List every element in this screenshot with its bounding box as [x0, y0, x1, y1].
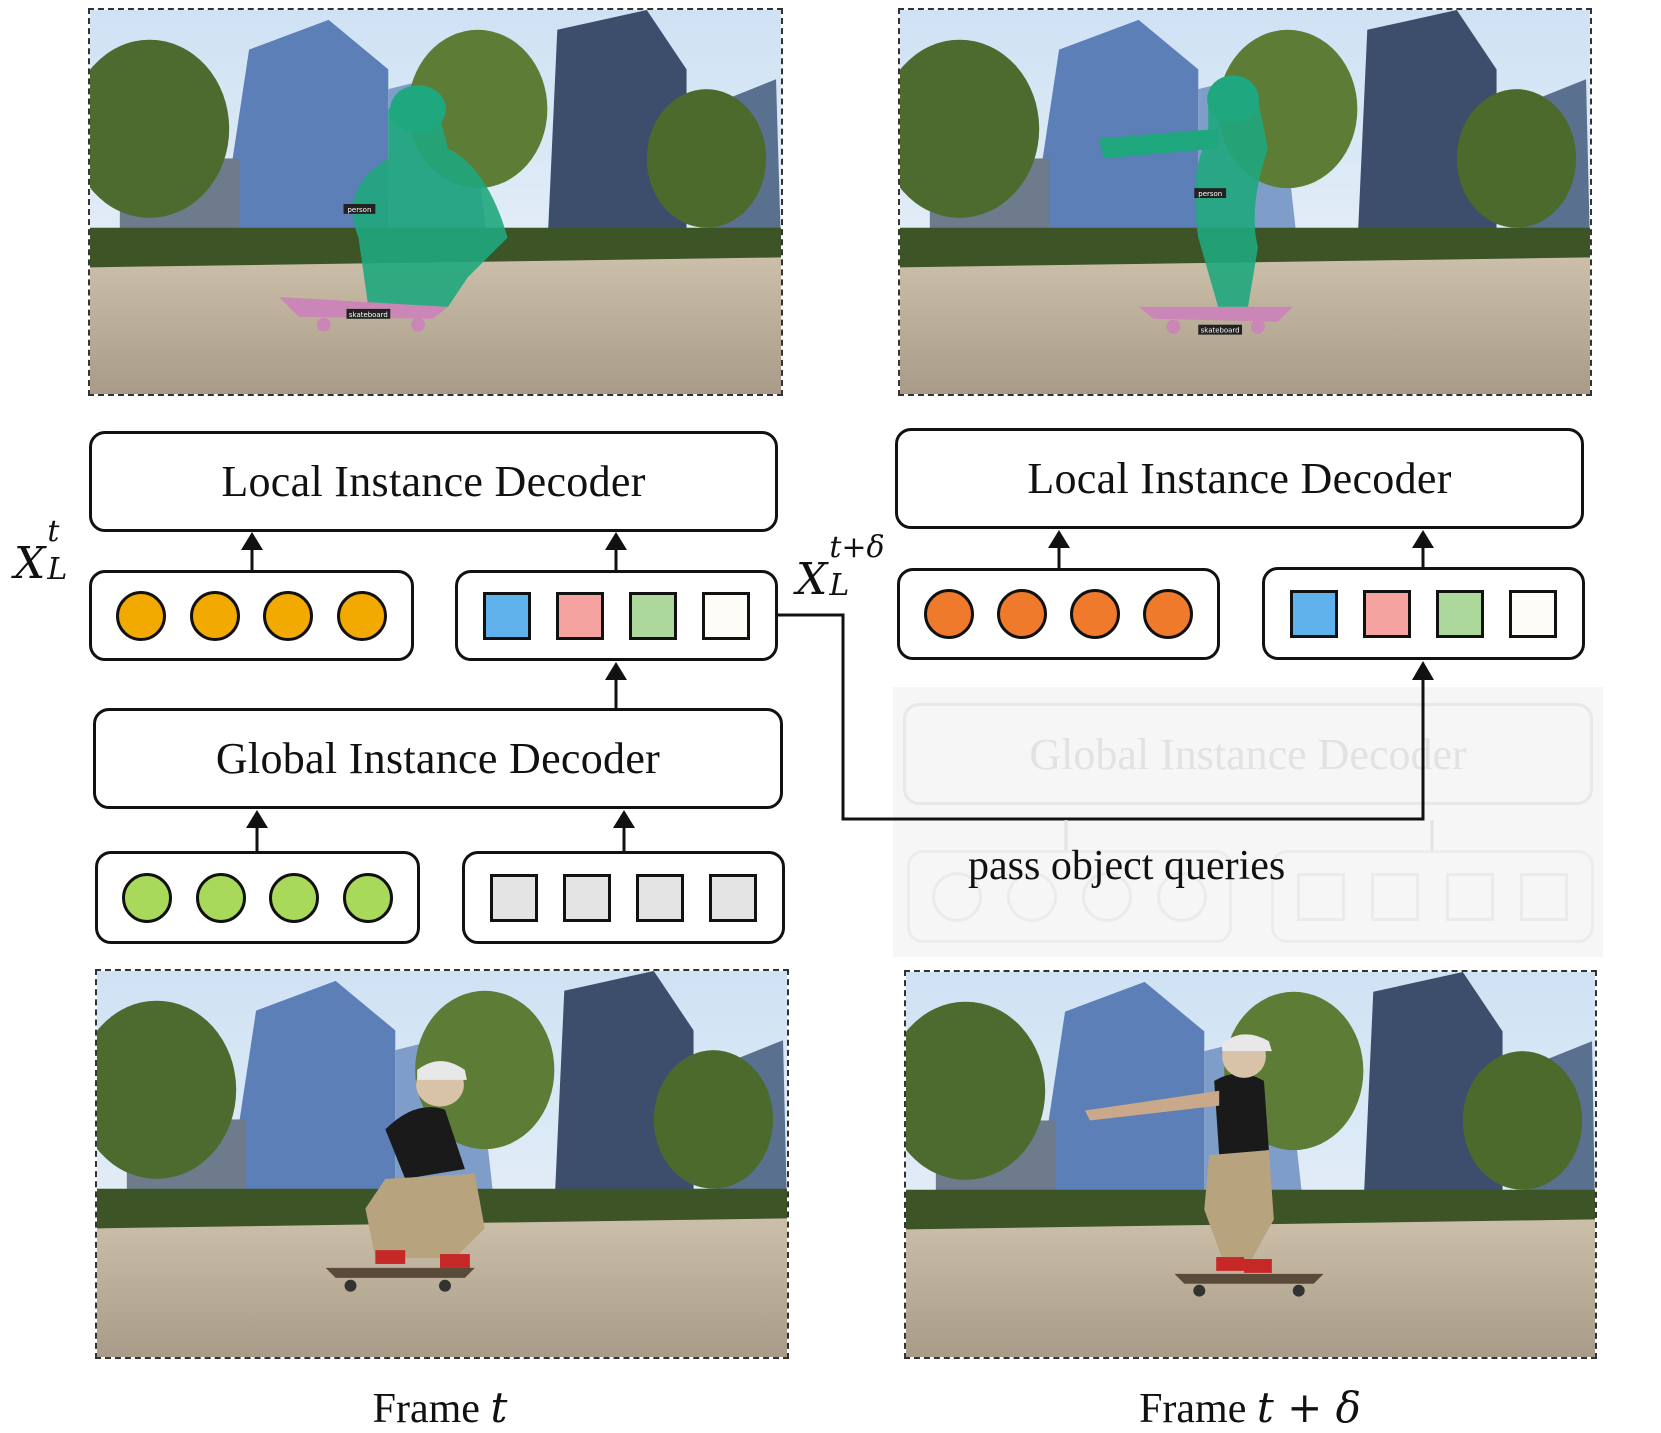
- query-square: [482, 591, 531, 640]
- right-local-decoder-label: Local Instance Decoder: [1027, 454, 1452, 503]
- query-square: [1362, 589, 1411, 638]
- local-token: [189, 590, 240, 641]
- right-global-query-tokens: [1271, 850, 1594, 943]
- query-square: [629, 591, 678, 640]
- svg-text:person: person: [348, 206, 372, 214]
- left-frame-caption: Frame t: [372, 1383, 508, 1432]
- input-token: [195, 872, 246, 923]
- query-square: [555, 591, 604, 640]
- input-token: [121, 872, 172, 923]
- local-token: [1070, 589, 1121, 639]
- right-object-queries-input: [1262, 567, 1585, 660]
- left-global-input-tokens: [95, 851, 420, 944]
- right-local-instance-decoder: Local Instance Decoder: [895, 428, 1584, 529]
- left-global-decoder-label: Global Instance Decoder: [215, 734, 661, 783]
- left-object-queries-output: [455, 570, 778, 661]
- svg-text:skateboard: skateboard: [1201, 327, 1240, 335]
- person-mask: [352, 99, 508, 307]
- input-token: [343, 872, 394, 923]
- local-token: [337, 590, 388, 641]
- left-local-embedding-tokens: [89, 570, 414, 661]
- query-square: [562, 873, 611, 922]
- right-global-decoder-faded-region: Global Instance Decoder: [893, 687, 1603, 957]
- left-local-instance-decoder: Local Instance Decoder: [89, 431, 778, 532]
- right-global-instance-decoder: Global Instance Decoder: [903, 703, 1593, 805]
- svg-text:skateboard: skateboard: [349, 311, 388, 319]
- local-token: [115, 590, 166, 641]
- right-global-decoder-label: Global Instance Decoder: [1029, 729, 1467, 779]
- skateboard-mask: [278, 297, 448, 319]
- right-global-input-tokens: [907, 850, 1232, 943]
- right-frame-caption: Frame t + δ: [1139, 1383, 1361, 1432]
- query-square: [1436, 589, 1485, 638]
- local-token: [996, 589, 1047, 639]
- query-square: [1289, 589, 1338, 638]
- query-square: [1509, 589, 1558, 638]
- svg-text:person: person: [1198, 190, 1222, 198]
- pass-object-queries-label: pass object queries: [968, 843, 1286, 889]
- query-square: [709, 873, 758, 922]
- query-square: [489, 873, 538, 922]
- local-token: [923, 589, 974, 639]
- frame-t-delta-segmented-photo: person skateboard: [898, 8, 1592, 396]
- query-square: [702, 591, 751, 640]
- right-local-embedding-tokens: [897, 568, 1220, 660]
- left-global-query-tokens: [462, 851, 785, 944]
- left-local-decoder-label: Local Instance Decoder: [221, 457, 646, 506]
- local-token: [1143, 589, 1194, 639]
- input-token: [269, 872, 320, 923]
- left-global-instance-decoder: Global Instance Decoder: [93, 708, 783, 809]
- frame-t-segmented-photo: person skateboard: [88, 8, 783, 396]
- query-square: [636, 873, 685, 922]
- frame-t-delta-raw-photo: [904, 970, 1597, 1359]
- local-token: [263, 590, 314, 641]
- frame-t-raw-photo: [95, 969, 789, 1359]
